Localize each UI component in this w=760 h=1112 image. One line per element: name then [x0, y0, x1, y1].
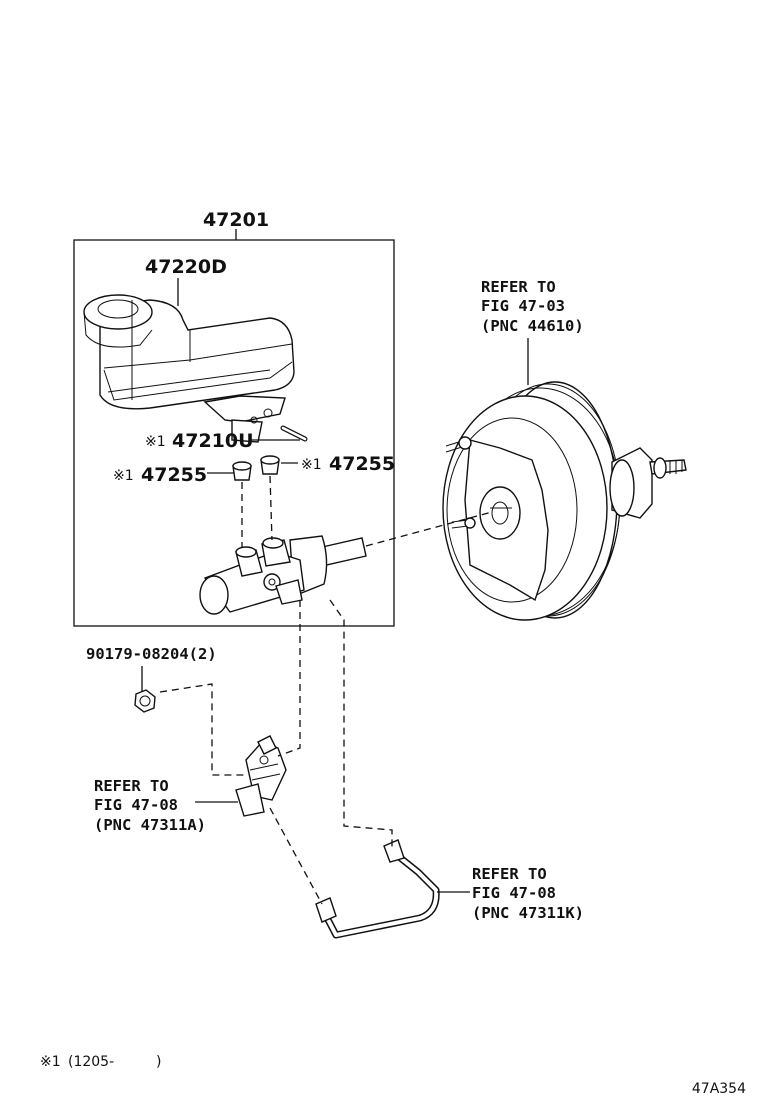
grommet-left-applicability-mark: ※1 [113, 468, 134, 484]
nut-part-number: 90179-08204(2) [86, 645, 217, 663]
assembly-frame [73, 229, 395, 627]
assembly-dashed-lines [159, 475, 493, 905]
valve-ref-line-3: (PNC 47311A) [94, 816, 206, 834]
grommet-right-icon[interactable] [260, 455, 280, 475]
booster-ref-line-3: (PNC 44610) [481, 317, 584, 335]
brake-fluid-reservoir-icon[interactable] [83, 294, 295, 443]
reservoir-part-number: 47220D [145, 256, 227, 278]
master-cylinder-icon[interactable] [199, 535, 367, 615]
tube-ref-line-1: REFER TO [472, 865, 547, 883]
proportioning-valve-icon[interactable] [235, 735, 287, 817]
catalog-code: 47A354 [692, 1081, 746, 1097]
grommet-right-applicability-mark: ※1 [301, 457, 322, 473]
valve-ref-line-1: REFER TO [94, 777, 169, 795]
booster-ref-line-1: REFER TO [481, 278, 556, 296]
leader-lines [141, 278, 529, 893]
booster-ref-line-2: FIG 47-03 [481, 297, 565, 315]
pin-icon[interactable] [280, 425, 308, 442]
footnote-text: (1205- [68, 1054, 114, 1070]
tube-ref-line-3: (PNC 47311K) [472, 904, 584, 922]
brake-booster-icon[interactable] [442, 381, 687, 621]
pin-part-number: 47210U [172, 430, 254, 452]
valve-ref-line-2: FIG 47-08 [94, 796, 178, 814]
grommet-left-part-number: 47255 [141, 464, 207, 486]
footnote-close: ) [156, 1054, 161, 1070]
brake-tube-icon[interactable] [315, 839, 440, 939]
tube-ref-line-2: FIG 47-08 [472, 884, 556, 902]
assembly-part-number: 47201 [203, 209, 269, 231]
grommet-right-part-number: 47255 [329, 453, 395, 475]
grommet-left-icon[interactable] [232, 461, 252, 481]
pin-applicability-mark: ※1 [145, 434, 166, 450]
footnote-mark: ※1 [40, 1054, 61, 1070]
flange-nut-icon[interactable] [134, 689, 156, 713]
